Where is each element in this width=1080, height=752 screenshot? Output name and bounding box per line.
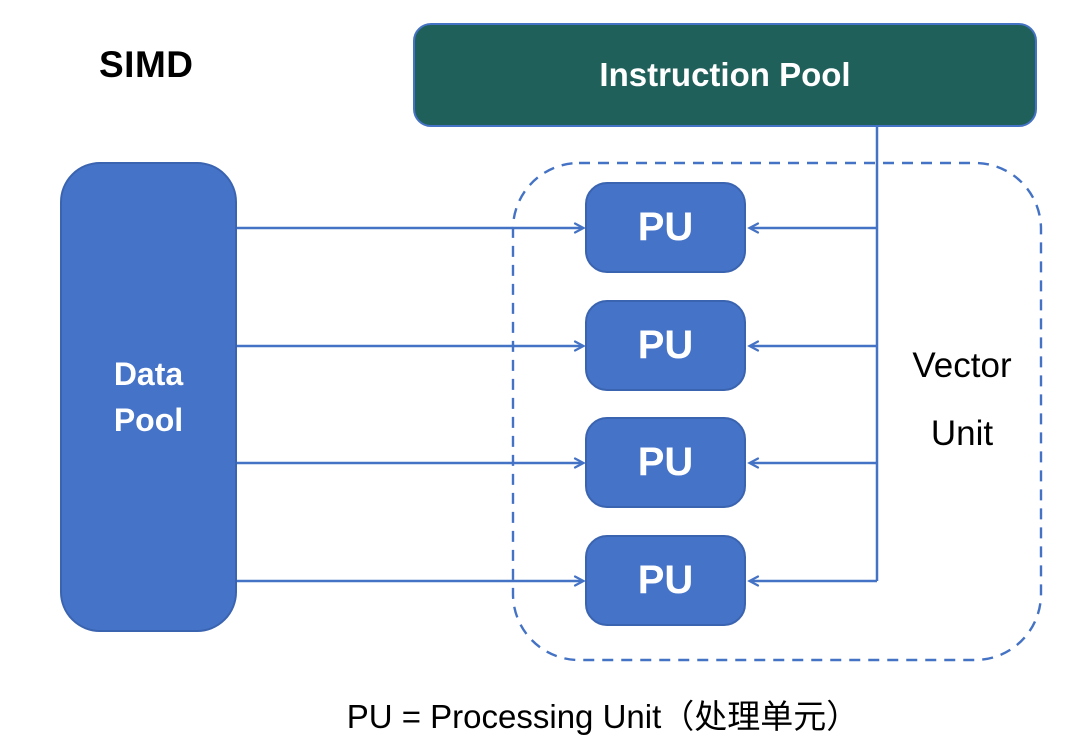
pu-box-3: PU [585, 417, 746, 508]
pu-box-1: PU [585, 182, 746, 273]
diagram-caption: PU = Processing Unit（处理单元） [346, 698, 860, 735]
vector-unit-label-line2: Unit [930, 414, 994, 453]
instruction-pool-box: Instruction Pool [413, 23, 1037, 127]
instruction-pool-label: Instruction Pool [599, 56, 851, 93]
pu-label-3: PU [637, 440, 694, 484]
vector-unit-label-line1: Vector [912, 346, 1012, 385]
pu-box-2: PU [585, 300, 746, 391]
pu-box-4: PU [585, 535, 746, 626]
pu-label-1: PU [637, 205, 694, 249]
pu-label-4: PU [637, 558, 694, 602]
diagram-title: SIMD [99, 44, 194, 85]
vector-unit-label: Vector Unit [872, 346, 1052, 454]
pu-label-2: PU [637, 323, 694, 367]
data-pool-box: Data Pool [60, 162, 237, 632]
data-pool-label-line2: Pool [113, 402, 184, 438]
data-pool-label-line1: Data [113, 355, 184, 392]
